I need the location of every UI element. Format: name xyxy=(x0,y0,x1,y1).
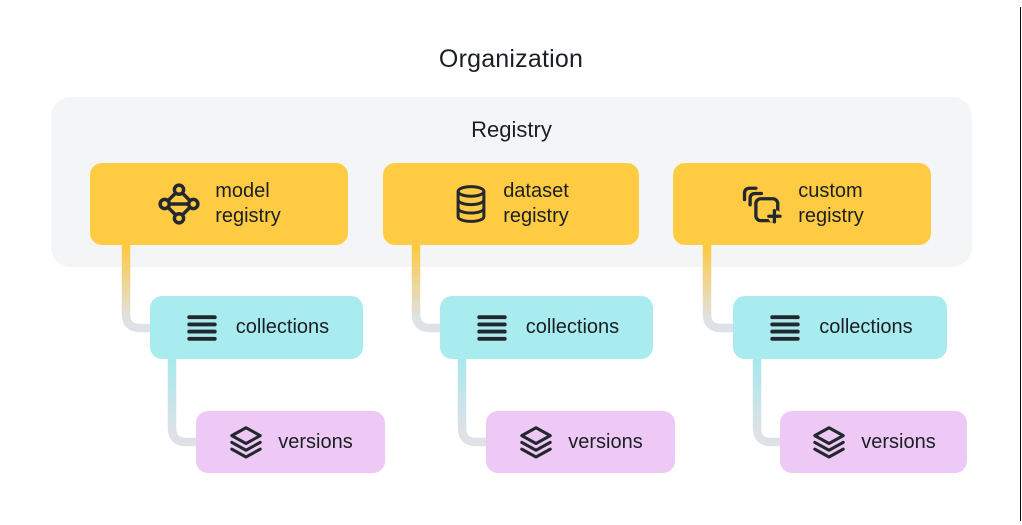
node-versions: versions xyxy=(780,411,967,473)
connector-registry-collections xyxy=(702,243,741,333)
list-icon xyxy=(767,310,803,346)
node-versions: versions xyxy=(196,411,385,473)
registry-group-label: Registry xyxy=(471,117,552,142)
node-collections: collections xyxy=(440,296,653,359)
node-versions: versions xyxy=(486,411,675,473)
connector-collections-versions xyxy=(457,357,494,447)
layers-icon xyxy=(811,424,847,460)
node-label: collections xyxy=(819,316,913,338)
layers-icon xyxy=(518,424,554,460)
node-label: collections xyxy=(235,316,330,338)
page-title: Organization xyxy=(438,45,584,73)
node-label: versions xyxy=(278,430,353,453)
node-label: collections xyxy=(525,316,620,338)
connector-collections-versions xyxy=(752,357,788,447)
connector-registry-collections xyxy=(411,243,448,333)
connector-collections-versions xyxy=(167,357,204,447)
node-collections: collections xyxy=(733,296,947,359)
node-label: versions xyxy=(861,430,936,453)
list-icon xyxy=(184,310,220,346)
model-registry-icon xyxy=(157,182,201,226)
screenshot-right-edge-line xyxy=(1019,7,1021,521)
layers-icon xyxy=(228,424,264,460)
connector-registry-collections xyxy=(121,243,158,333)
node-collections: collections xyxy=(150,296,363,359)
node-label: versions xyxy=(568,430,643,453)
registry-add-icon xyxy=(740,183,784,225)
list-icon xyxy=(474,310,510,346)
database-icon xyxy=(453,184,489,224)
